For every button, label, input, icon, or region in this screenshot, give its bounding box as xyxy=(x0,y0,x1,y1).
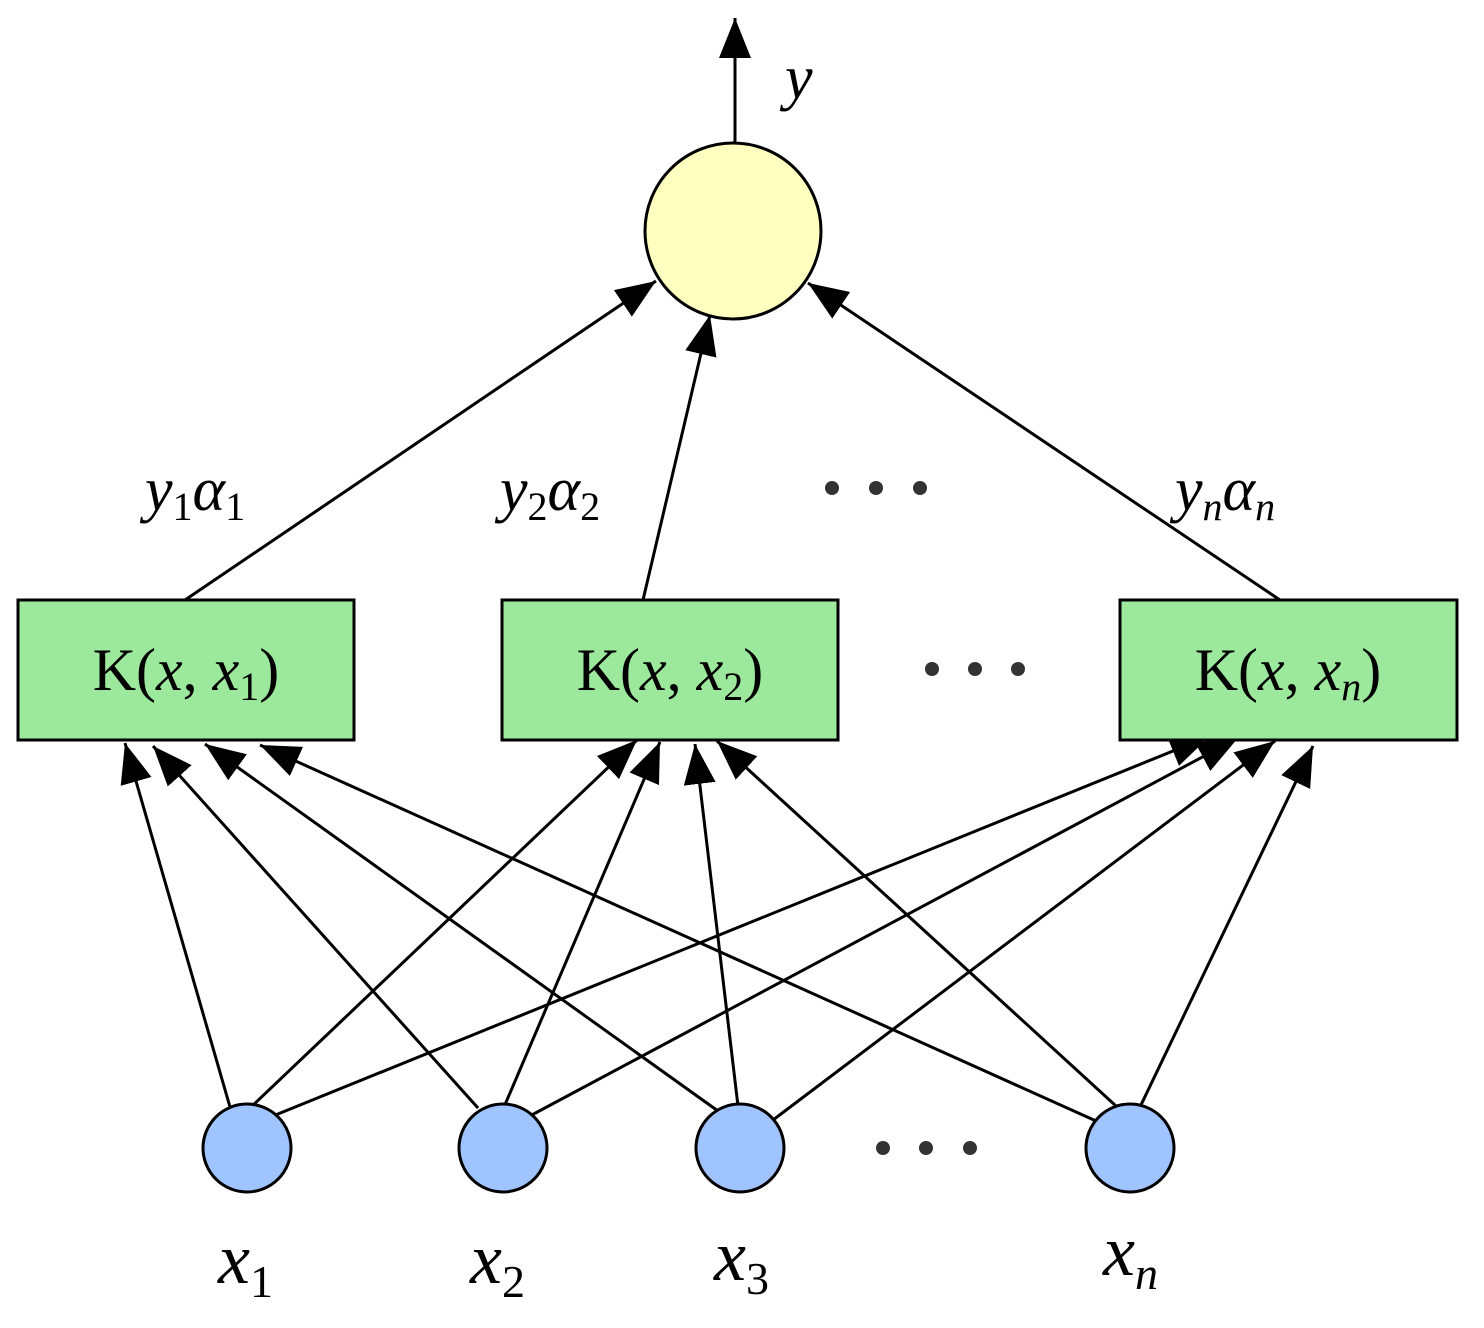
input-kernel-edges xyxy=(120,734,1315,1127)
kernel-label-2: K(x, x2) xyxy=(577,637,764,709)
kernel-label-1: K(x, x1) xyxy=(93,637,280,709)
input-label-1: x1 xyxy=(217,1219,273,1307)
input-node-2 xyxy=(457,1102,549,1194)
output-node xyxy=(643,141,823,321)
edge-x3-k1 xyxy=(204,742,719,1113)
input-label-n: xn xyxy=(1102,1211,1158,1299)
input-label-2: x2 xyxy=(469,1219,525,1307)
kernel-output-edges xyxy=(184,18,1281,602)
weight-label-n: ynαn xyxy=(1169,456,1275,529)
horizontal-ellipsis-icon xyxy=(825,481,927,495)
weight-label-1: y1α1 xyxy=(139,456,245,529)
kernel-node-2: K(x, x2) xyxy=(500,598,840,742)
weight-label-2: y2α2 xyxy=(494,456,600,529)
input-label-3: x3 xyxy=(713,1216,769,1304)
edge-x1-k1 xyxy=(120,742,232,1108)
edge-kn-output xyxy=(807,281,1281,602)
edge-x1-k2 xyxy=(248,738,639,1110)
input-node-1 xyxy=(201,1102,293,1194)
horizontal-ellipsis-icon xyxy=(876,1141,977,1155)
horizontal-ellipsis-icon xyxy=(925,662,1025,676)
input-node-3 xyxy=(694,1102,786,1194)
edge-xn-k1 xyxy=(259,743,1106,1127)
edge-x3-k2 xyxy=(683,743,740,1107)
edge-x2-k1 xyxy=(151,744,480,1110)
edge-x1-kn xyxy=(272,734,1211,1118)
edge-x3-kn xyxy=(772,739,1276,1122)
edge-x2-k2 xyxy=(502,741,662,1108)
edge-k2-output xyxy=(641,314,717,601)
input-node-n xyxy=(1084,1102,1176,1194)
edge-x2-kn xyxy=(527,736,1239,1119)
kernel-node-1: K(x, x1) xyxy=(16,598,356,742)
kernel-label-n: K(x, xn) xyxy=(1195,637,1382,709)
edge-xn-k2 xyxy=(715,739,1118,1108)
kernel-node-n: K(x, xn) xyxy=(1118,598,1459,742)
edge-xn-kn xyxy=(1138,745,1315,1108)
edge-k1-output xyxy=(184,279,657,602)
output-label: y xyxy=(779,44,813,112)
